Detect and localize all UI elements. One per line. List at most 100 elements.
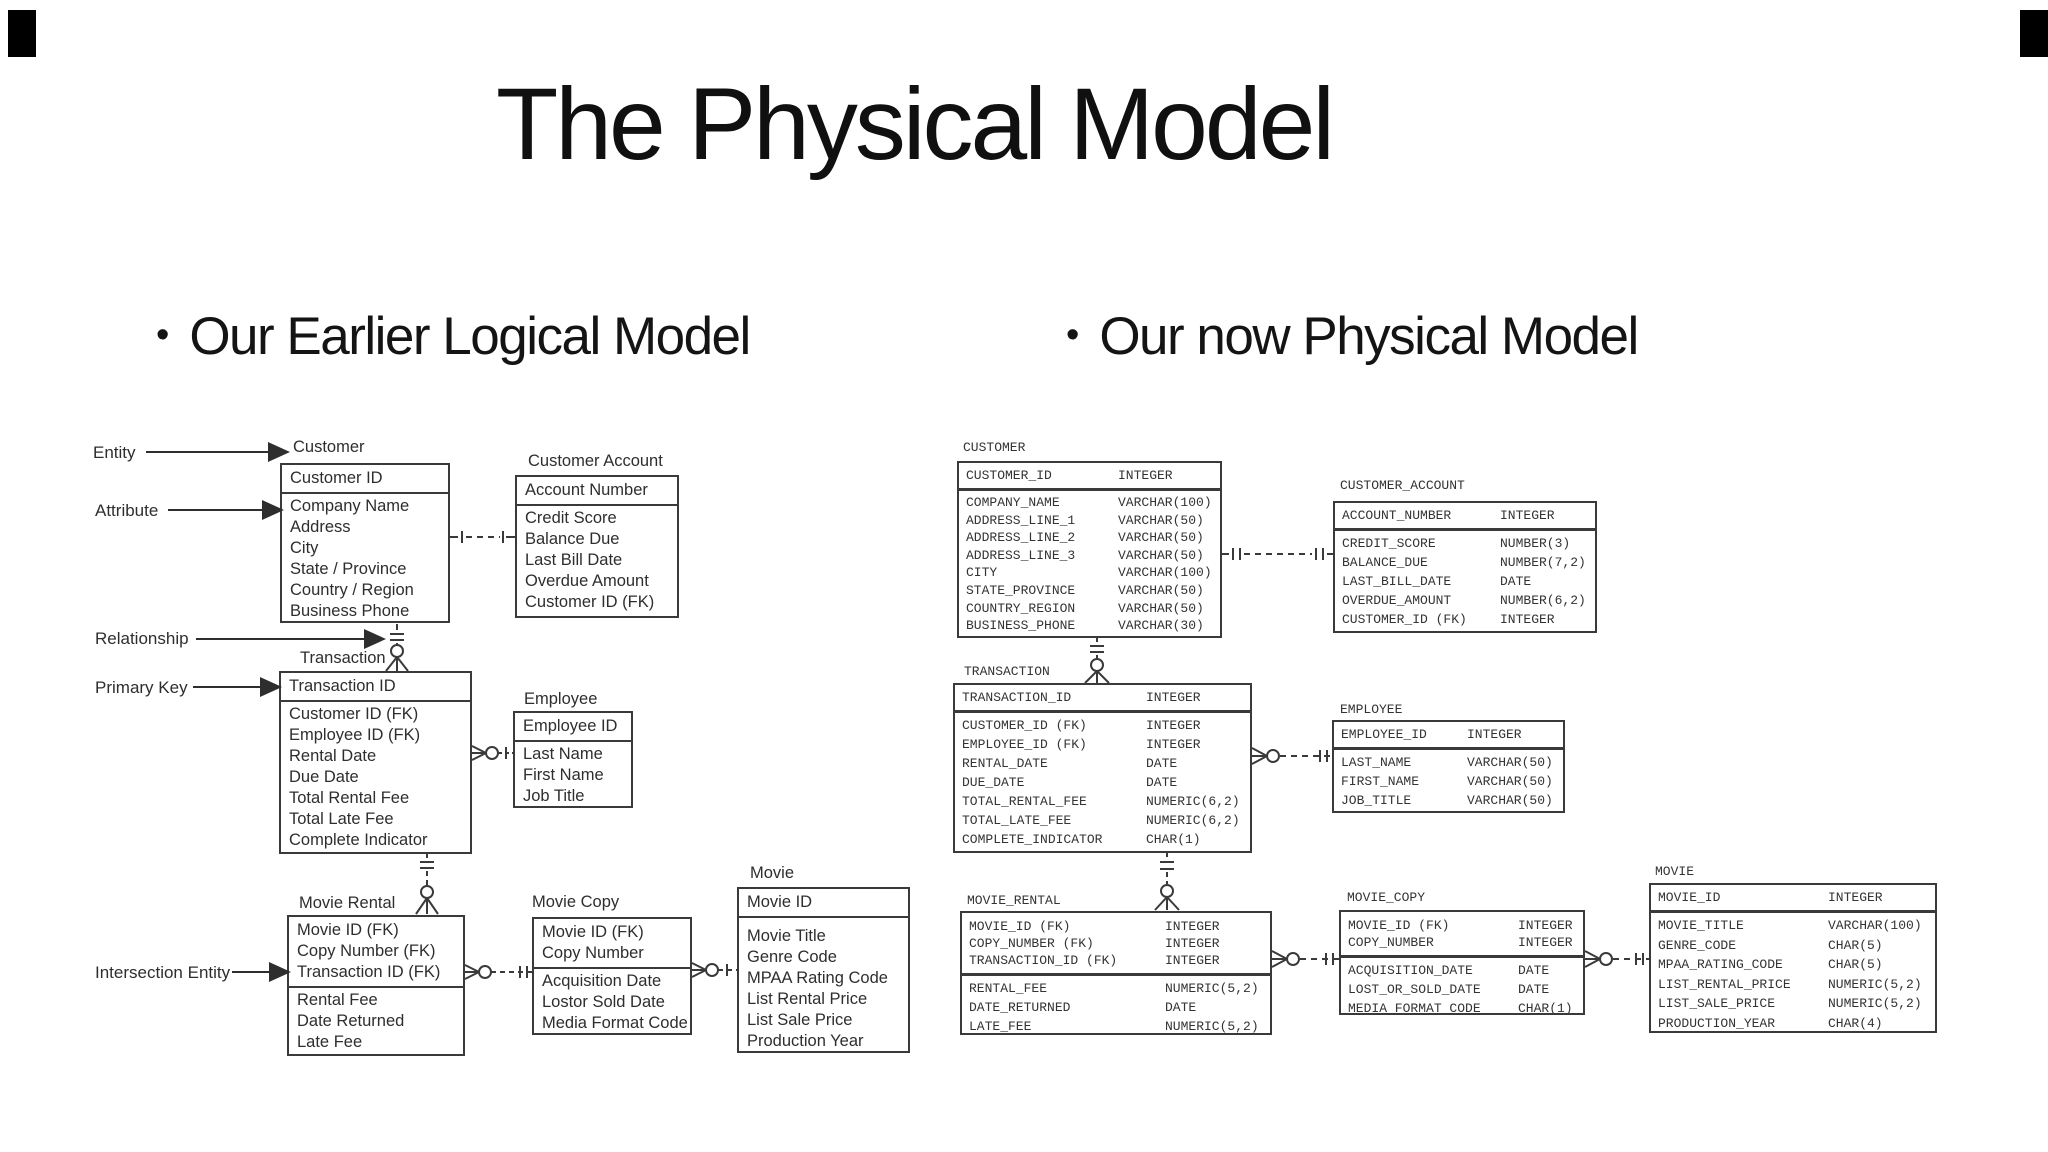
field-name: LIST_SALE_PRICE [1658, 996, 1776, 1011]
column-row: EMPLOYEE_ID (FK)INTEGER [962, 735, 1243, 754]
field-name: LATE_FEE [969, 1019, 1032, 1034]
attribute-row: List Sale Price [747, 1010, 900, 1031]
entity-movie-copy: Movie ID (FK)Copy Number Acquisition Dat… [532, 917, 692, 1035]
field-name: TRANSACTION_ID (FK) [969, 953, 1118, 968]
field-name: ADDRESS_LINE_3 [966, 547, 1076, 563]
field-name: Movie ID (FK) [297, 921, 399, 939]
pk-row: Movie ID (FK) [297, 920, 455, 941]
field-name: Balance Due [525, 530, 620, 548]
pk-section: Account Number [517, 477, 677, 506]
field-type: CHAR(5) [1828, 957, 1883, 972]
attribute-row: Job Title [523, 786, 623, 806]
field-name: CUSTOMER_ID [966, 468, 1052, 483]
label-entity: Entity [93, 443, 136, 462]
field-type: DATE [1518, 963, 1550, 978]
field-name: State / Province [290, 560, 407, 578]
attribute-row: Last Bill Date [525, 550, 669, 571]
attribute-row: Production Year [747, 1031, 900, 1051]
entity-title-customer: Customer [293, 438, 365, 456]
attribute-row: Date Returned [297, 1011, 455, 1032]
field-type: NUMBER(6,2) [1500, 593, 1586, 608]
field-type: DATE [1500, 574, 1532, 589]
field-name: Customer ID (FK) [289, 705, 419, 723]
field-name: FIRST_NAME [1341, 774, 1420, 789]
one-to-one-connector [1222, 548, 1333, 560]
field-name: BUSINESS_PHONE [966, 618, 1076, 634]
pk-row: MOVIE_ID (FK)INTEGER [969, 918, 1263, 935]
field-name: CUSTOMER_ID (FK) [962, 718, 1087, 733]
field-name: Last Bill Date [525, 551, 623, 569]
attribute-row: Overdue Amount [525, 571, 669, 592]
field-name: Complete Indicator [289, 831, 428, 849]
field-name: Employee ID [523, 717, 618, 735]
label-intersection-entity: Intersection Entity [95, 963, 231, 982]
field-name: MPAA_RATING_CODE [1658, 957, 1783, 972]
many-to-one-connector [1251, 747, 1332, 765]
field-name: Employee ID (FK) [289, 726, 421, 744]
table-title-customer-account: CUSTOMER_ACCOUNT [1340, 478, 1465, 493]
attribute-row: Rental Date [289, 746, 462, 767]
field-type: VARCHAR(30) [1118, 618, 1204, 634]
many-to-one-connector [1271, 950, 1339, 968]
field-type: DATE [1518, 982, 1550, 997]
attribute-row: Business Phone [290, 601, 440, 621]
field-name: Late Fee [297, 1033, 363, 1051]
field-type: NUMERIC(5,2) [1828, 976, 1922, 992]
table-title-movie: MOVIE [1655, 864, 1695, 879]
field-name: Overdue Amount [525, 572, 649, 590]
field-type: INTEGER [1146, 737, 1201, 752]
field-name: Rental Date [289, 747, 377, 765]
field-name: MPAA Rating Code [747, 969, 888, 987]
pk-row: Account Number [525, 480, 669, 501]
field-name: DUE_DATE [962, 775, 1025, 790]
field-name: ADDRESS_LINE_1 [966, 512, 1076, 528]
field-type: CHAR(1) [1518, 1001, 1573, 1015]
field-name: JOB_TITLE [1341, 793, 1412, 808]
field-type: VARCHAR(100) [1118, 565, 1212, 581]
field-name: RENTAL_FEE [969, 981, 1048, 996]
attribute-row: Lostor Sold Date [542, 992, 682, 1013]
entity-title-movie-rental: Movie Rental [299, 894, 396, 912]
field-type: NUMERIC(6,2) [1146, 794, 1240, 809]
label-attribute: Attribute [95, 501, 159, 520]
attribute-row: Customer ID (FK) [525, 592, 669, 613]
field-type: DATE [1146, 756, 1178, 771]
entity-title-movie: Movie [750, 864, 795, 882]
field-name: LAST_BILL_DATE [1342, 574, 1452, 589]
attribute-row: Total Rental Fee [289, 788, 462, 809]
bullet-left-text: Our Earlier Logical Model [189, 307, 751, 366]
field-type: CHAR(1) [1146, 832, 1201, 847]
many-to-one-connector [1584, 950, 1649, 968]
